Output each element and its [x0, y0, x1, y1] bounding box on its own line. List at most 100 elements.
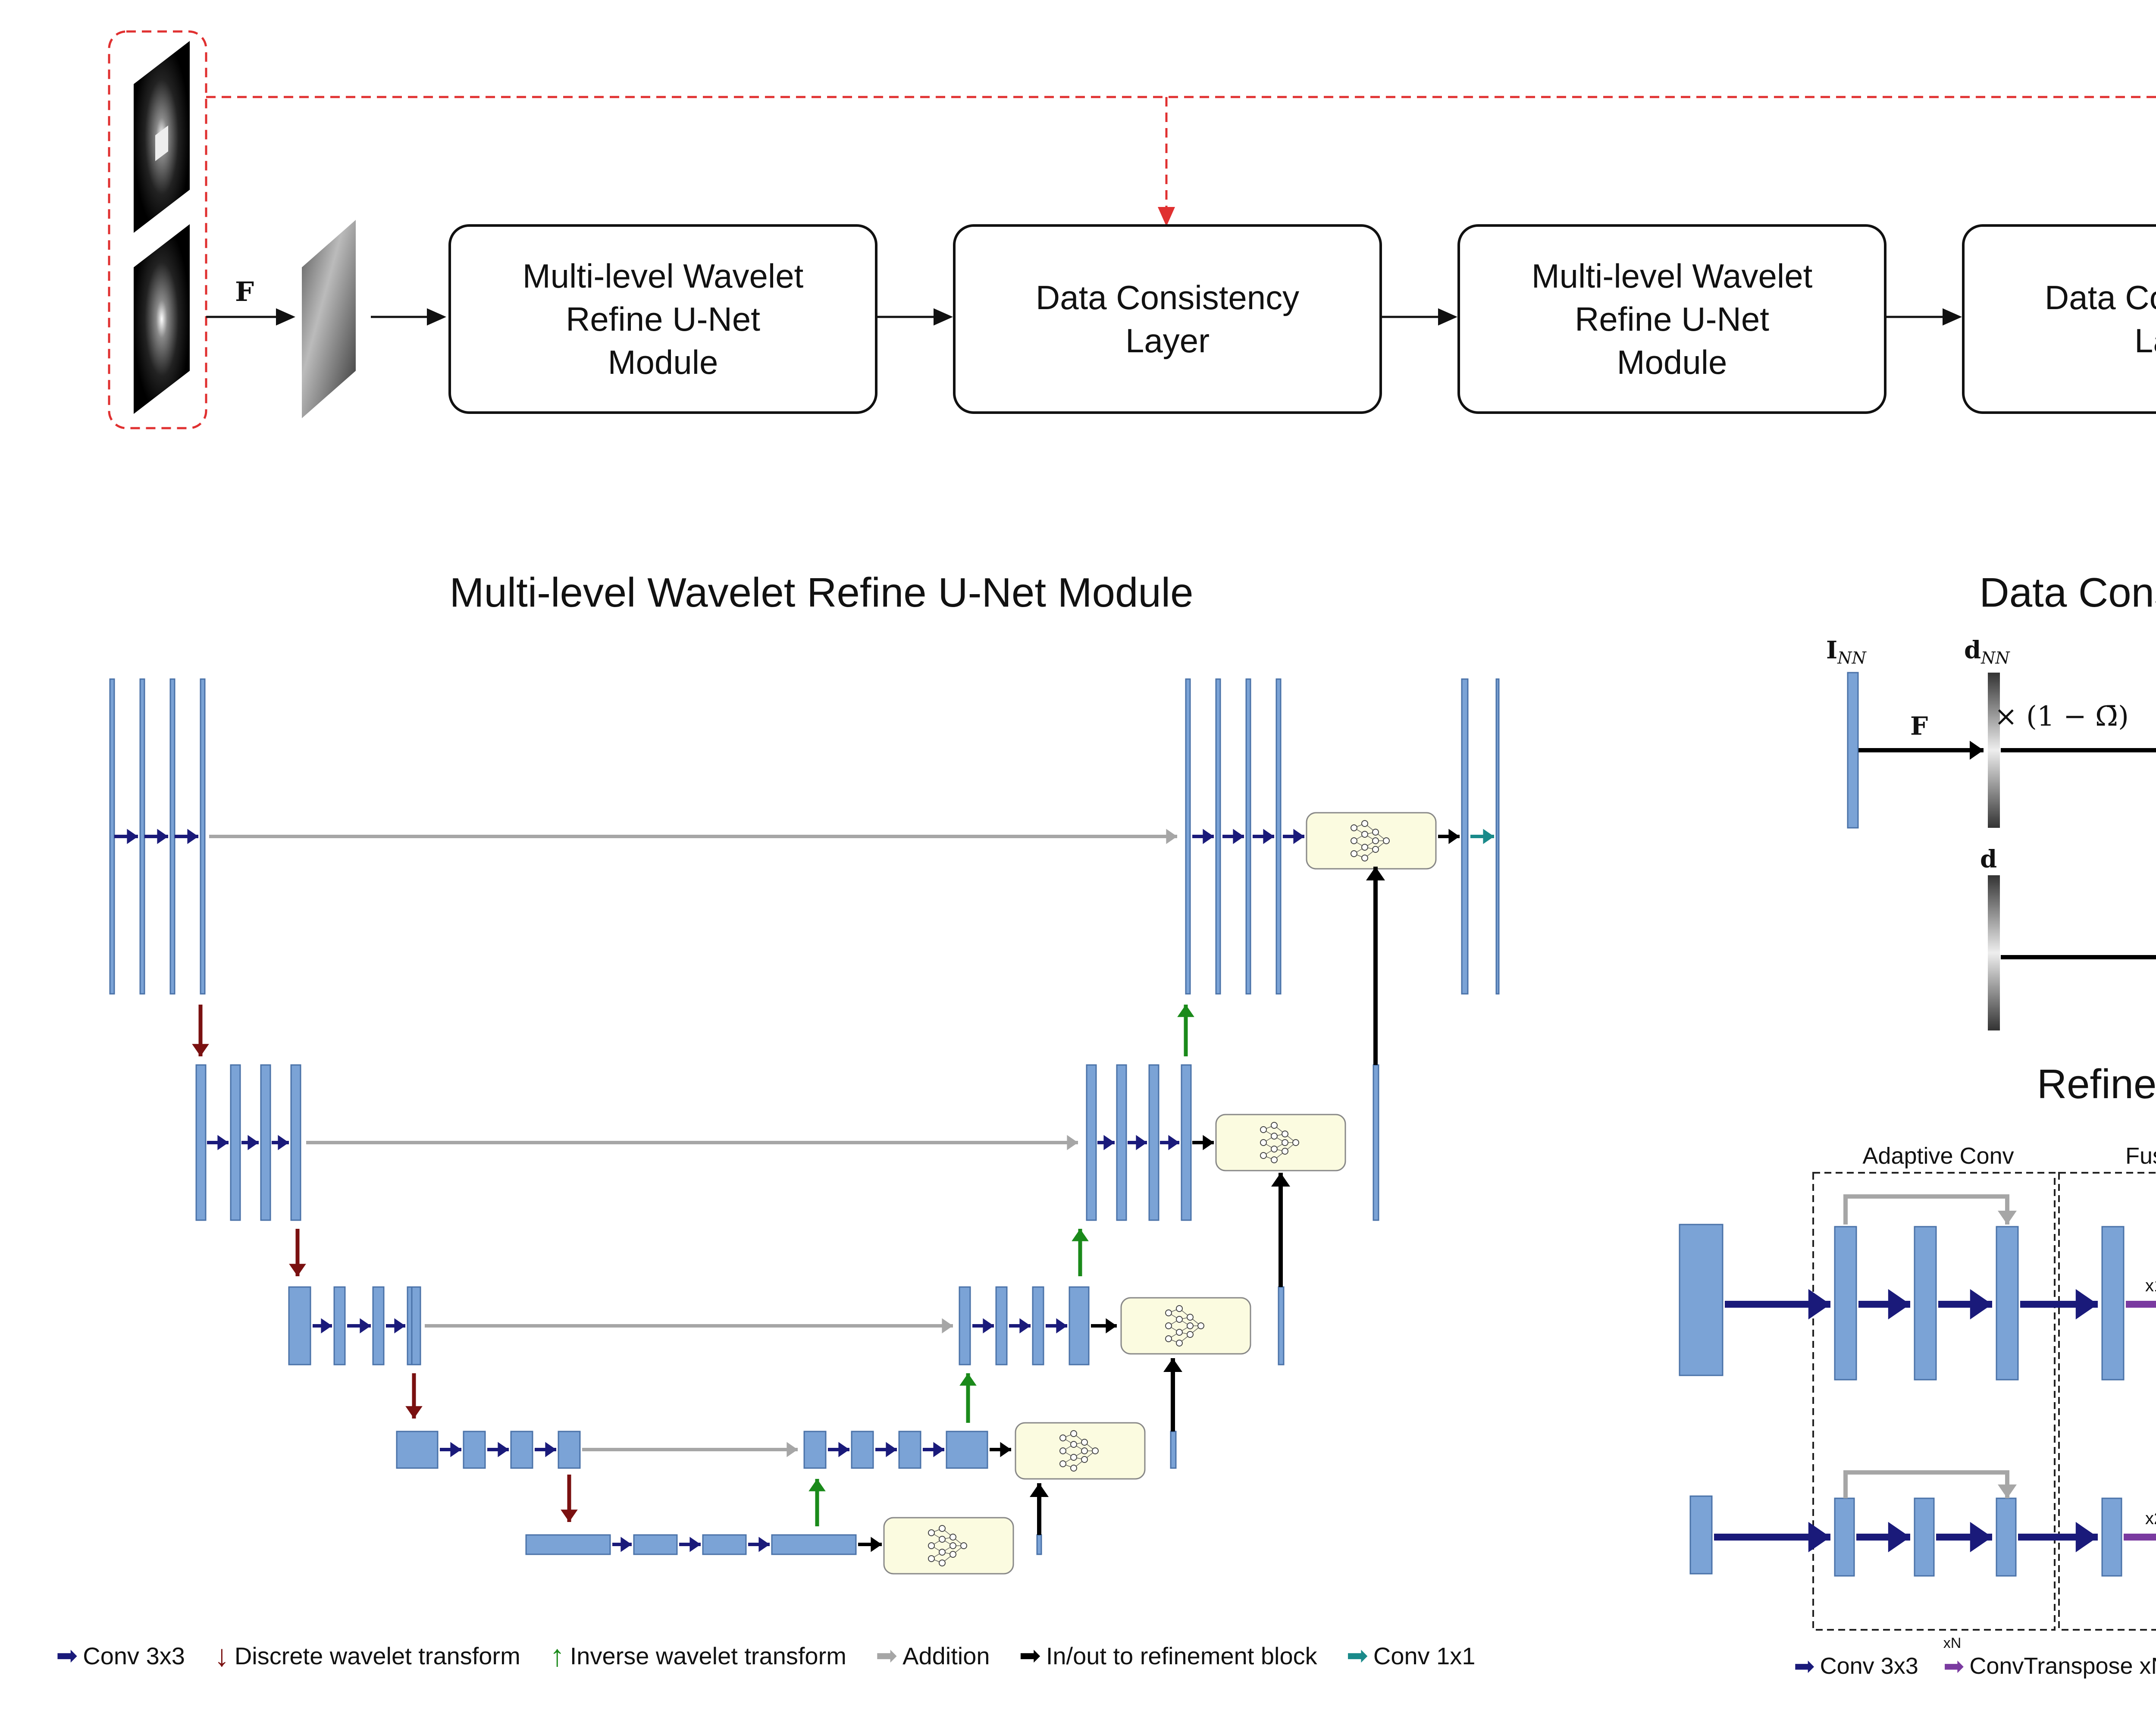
- conv-arrow-head: [1056, 1318, 1067, 1334]
- nn-node-icon: [1176, 1305, 1183, 1312]
- dc-title: Data Consistency Layer: [1979, 570, 2156, 616]
- conv-arrow-head: [157, 829, 168, 844]
- nn-node-icon: [1081, 1447, 1088, 1454]
- residual-add-path: [1843, 1470, 2009, 1498]
- conv-arrow-head: [1808, 1522, 1830, 1553]
- nn-node-icon: [928, 1529, 935, 1536]
- pipeline-block-dc-2[interactable]: Data Consistency Layer: [1962, 224, 2156, 414]
- nn-node-icon: [1070, 1465, 1077, 1472]
- dwt-arrow-head: [405, 1406, 423, 1419]
- refinement-block: [1015, 1422, 1146, 1480]
- nn-node-icon: [1176, 1340, 1183, 1347]
- conv-arrow-head: [2075, 1522, 2098, 1553]
- nn-node-icon: [1081, 1456, 1088, 1463]
- skip-addition-arrow-head: [942, 1318, 953, 1334]
- nn-node-icon: [1187, 1314, 1194, 1321]
- feature-map: [1914, 1226, 1937, 1381]
- nn-node-icon: [1372, 829, 1379, 836]
- feature-map: [1036, 1534, 1042, 1555]
- mask-op-label: × (1 − Ω̄): [1994, 701, 2129, 733]
- feature-map: [2101, 1497, 2122, 1577]
- nn-node-icon: [1351, 824, 1357, 831]
- nn-node-icon: [1361, 831, 1368, 838]
- feature-map: [139, 678, 145, 995]
- conv-arrow-head: [187, 829, 198, 844]
- nn-node-icon: [950, 1542, 956, 1549]
- feature-map: [2101, 1226, 2125, 1381]
- conv-arrow-head: [758, 1537, 770, 1552]
- nn-node-icon: [1372, 837, 1379, 844]
- feature-map: [200, 678, 206, 995]
- d-kspace: [1988, 875, 2000, 1030]
- feature-map: [1495, 678, 1500, 995]
- feature-map: [260, 1064, 271, 1221]
- refinement-block: [883, 1517, 1014, 1575]
- residual-add-path: [1843, 1194, 2009, 1224]
- iwt-arrow-head: [959, 1373, 977, 1386]
- nn-node-icon: [1059, 1434, 1066, 1441]
- nn-node-icon: [1292, 1139, 1299, 1146]
- navy-arrow-icon: ➡: [56, 1641, 78, 1670]
- fourier-operator-label: F: [235, 276, 254, 307]
- rb-title: Refinement Block: [2037, 1061, 2156, 1107]
- legend-convtranspose: xN➡ConvTranspose xN: [1943, 1635, 2156, 1680]
- feature-map: [1996, 1226, 2019, 1381]
- refinement-in-arrow-head: [871, 1537, 882, 1552]
- refinement-out-arrow-head: [1163, 1358, 1182, 1372]
- feature-map: [633, 1534, 678, 1555]
- nn-node-icon: [1165, 1309, 1172, 1316]
- nn-node-icon: [939, 1560, 946, 1566]
- rb-diagram: [1679, 1172, 2156, 1631]
- nn-node-icon: [1260, 1139, 1267, 1146]
- nn-node-icon: [1070, 1454, 1077, 1461]
- conv-arrow-head: [360, 1318, 371, 1334]
- nn-node-icon: [1059, 1460, 1066, 1467]
- nn-node-icon: [939, 1525, 946, 1532]
- feature-map: [898, 1431, 921, 1469]
- conv-arrow-head: [545, 1442, 556, 1457]
- refinement-out-arrow-head: [1448, 829, 1460, 844]
- upsample-x2-label: x2: [2145, 1509, 2156, 1528]
- nn-node-icon: [1282, 1139, 1288, 1146]
- feature-map: [463, 1431, 486, 1469]
- mri-image-input: [302, 220, 356, 418]
- conv-arrow-head: [248, 1135, 259, 1150]
- conv-arrow-head: [1293, 829, 1304, 844]
- nn-node-icon: [928, 1542, 935, 1549]
- nn-node-icon: [1271, 1146, 1278, 1152]
- nn-node-icon: [1260, 1152, 1267, 1159]
- dwt-arrow-head: [192, 1044, 209, 1056]
- inn-label: INN: [1826, 636, 1866, 668]
- iwt-arrow-head: [1072, 1229, 1089, 1241]
- conv-arrow-head: [1103, 1135, 1115, 1150]
- feature-map: [702, 1534, 747, 1555]
- feature-map: [1170, 1431, 1177, 1469]
- conv-arrow-head: [1970, 1289, 1992, 1320]
- nn-node-icon: [960, 1542, 967, 1549]
- conv-arrow-head: [1970, 1522, 1992, 1553]
- refinement-block: [1306, 812, 1437, 870]
- legend-conv3x3: ➡Conv 3x3: [56, 1641, 185, 1670]
- feature-map: [803, 1431, 827, 1469]
- nn-node-icon: [1176, 1316, 1183, 1323]
- conv-arrow-head: [217, 1135, 229, 1150]
- feature-map: [1373, 1064, 1379, 1221]
- nn-node-icon: [1176, 1329, 1183, 1336]
- pipeline-block-unet-2[interactable]: Multi-level Wavelet Refine U-Net Module: [1457, 224, 1887, 414]
- fusion-region: [2058, 1172, 2156, 1631]
- refinement-block: [1215, 1114, 1346, 1171]
- feature-map: [372, 1286, 385, 1365]
- inn-feature-map: [1847, 672, 1859, 829]
- unet-diagram: [109, 678, 1500, 1575]
- feature-map: [851, 1431, 874, 1469]
- pipeline-block-unet-1[interactable]: Multi-level Wavelet Refine U-Net Module: [448, 224, 877, 414]
- feature-map: [510, 1431, 533, 1469]
- feature-map: [1032, 1286, 1044, 1365]
- feature-map: [1086, 1064, 1097, 1221]
- skip-addition-arrow-head: [1067, 1135, 1078, 1150]
- pipeline-block-dc-1[interactable]: Data Consistency Layer: [953, 224, 1382, 414]
- section-fusion: Fusion: [2125, 1143, 2156, 1169]
- nn-node-icon: [1081, 1439, 1088, 1446]
- conv-arrow-head: [1888, 1289, 1910, 1320]
- refinement-out-arrow-head: [1271, 1173, 1290, 1187]
